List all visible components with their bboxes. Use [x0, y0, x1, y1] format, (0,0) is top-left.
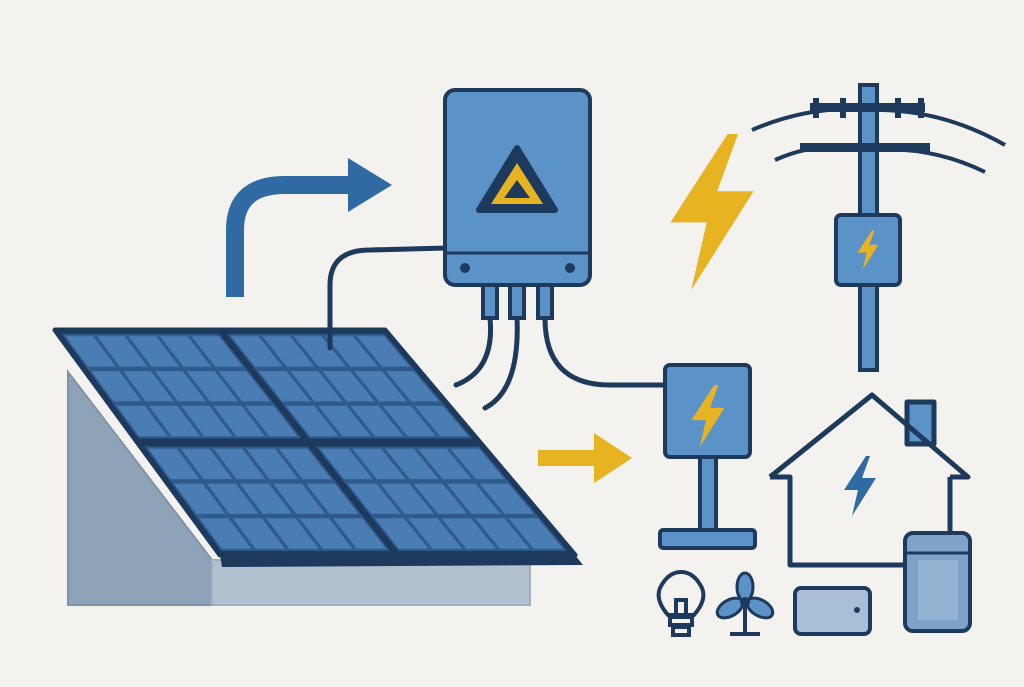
panel-edge	[220, 555, 583, 567]
panel-cell	[408, 518, 463, 549]
panel-cell	[356, 336, 410, 367]
panel-cell	[413, 483, 468, 514]
panel-cell	[293, 336, 347, 367]
panel-cell	[417, 448, 472, 480]
panel-cell	[230, 336, 283, 367]
panel-cell	[374, 518, 429, 549]
panel-cell	[350, 405, 404, 437]
panel-cell	[213, 448, 266, 480]
panel-cell	[306, 483, 359, 514]
house-icon	[768, 392, 971, 568]
panel-cell	[191, 336, 243, 367]
arrow-icon	[538, 433, 632, 483]
panel-cell	[148, 405, 201, 437]
panel-cell	[128, 336, 180, 367]
panel-cell	[148, 448, 200, 480]
panel-cell	[285, 405, 339, 437]
cables	[327, 245, 671, 411]
panel-cell	[258, 371, 311, 402]
panel-cell	[97, 336, 148, 367]
panel-cell	[154, 371, 206, 402]
panel-cell	[299, 518, 353, 549]
panel-cell	[325, 336, 379, 367]
panel-cell	[385, 448, 439, 480]
panel-cell	[218, 371, 271, 402]
panel-cell	[278, 448, 332, 480]
panel-cell	[347, 483, 401, 514]
panel-cell	[199, 518, 252, 549]
panel-cell	[160, 336, 212, 367]
panel-cell	[245, 405, 298, 437]
arrow-icon	[226, 158, 392, 297]
utility-pole-icon	[751, 83, 1006, 372]
panel-cell	[290, 371, 343, 402]
meter-icon	[658, 363, 757, 550]
panel-cell	[508, 518, 564, 549]
panel-cell	[385, 371, 440, 402]
panel-cell	[322, 371, 375, 402]
panel-cell	[352, 448, 406, 480]
panel-cell	[123, 371, 174, 402]
battery-icon	[903, 531, 972, 633]
panel-cell	[232, 518, 285, 549]
panel-cell	[262, 336, 315, 367]
panel-cell	[239, 483, 293, 514]
panel-cell	[273, 483, 326, 514]
panel-cell	[181, 405, 233, 437]
appliance-icon	[793, 586, 872, 636]
panel-cell	[266, 518, 319, 549]
panel-cell	[246, 448, 299, 480]
panel-cell	[318, 405, 371, 437]
panel-cell	[186, 371, 239, 402]
panel-cell	[180, 448, 233, 480]
panel-cell	[446, 483, 501, 514]
inverter-icon	[443, 88, 592, 320]
panel-cell	[65, 336, 116, 367]
panel-cell	[479, 483, 534, 514]
building	[67, 369, 531, 606]
panel-cell	[414, 405, 469, 437]
panel-cell	[441, 518, 496, 549]
solar-panel-icon	[52, 327, 583, 567]
panel-cell	[91, 371, 142, 402]
light-bulb-icon	[656, 569, 706, 637]
fan-icon	[715, 571, 775, 636]
lightning-icon	[670, 134, 754, 290]
panel-cell	[319, 448, 373, 480]
panel-cell	[116, 405, 168, 437]
panel-cell	[213, 405, 266, 437]
panel-cell	[353, 371, 408, 402]
panel-cell	[475, 518, 530, 549]
panel-cell	[333, 518, 387, 549]
warning-icon	[476, 145, 558, 213]
panel-cell	[206, 483, 259, 514]
panel-cell	[380, 483, 434, 514]
panel-cell	[173, 483, 226, 514]
panel-cell	[450, 448, 505, 480]
panel-cell	[382, 405, 436, 437]
